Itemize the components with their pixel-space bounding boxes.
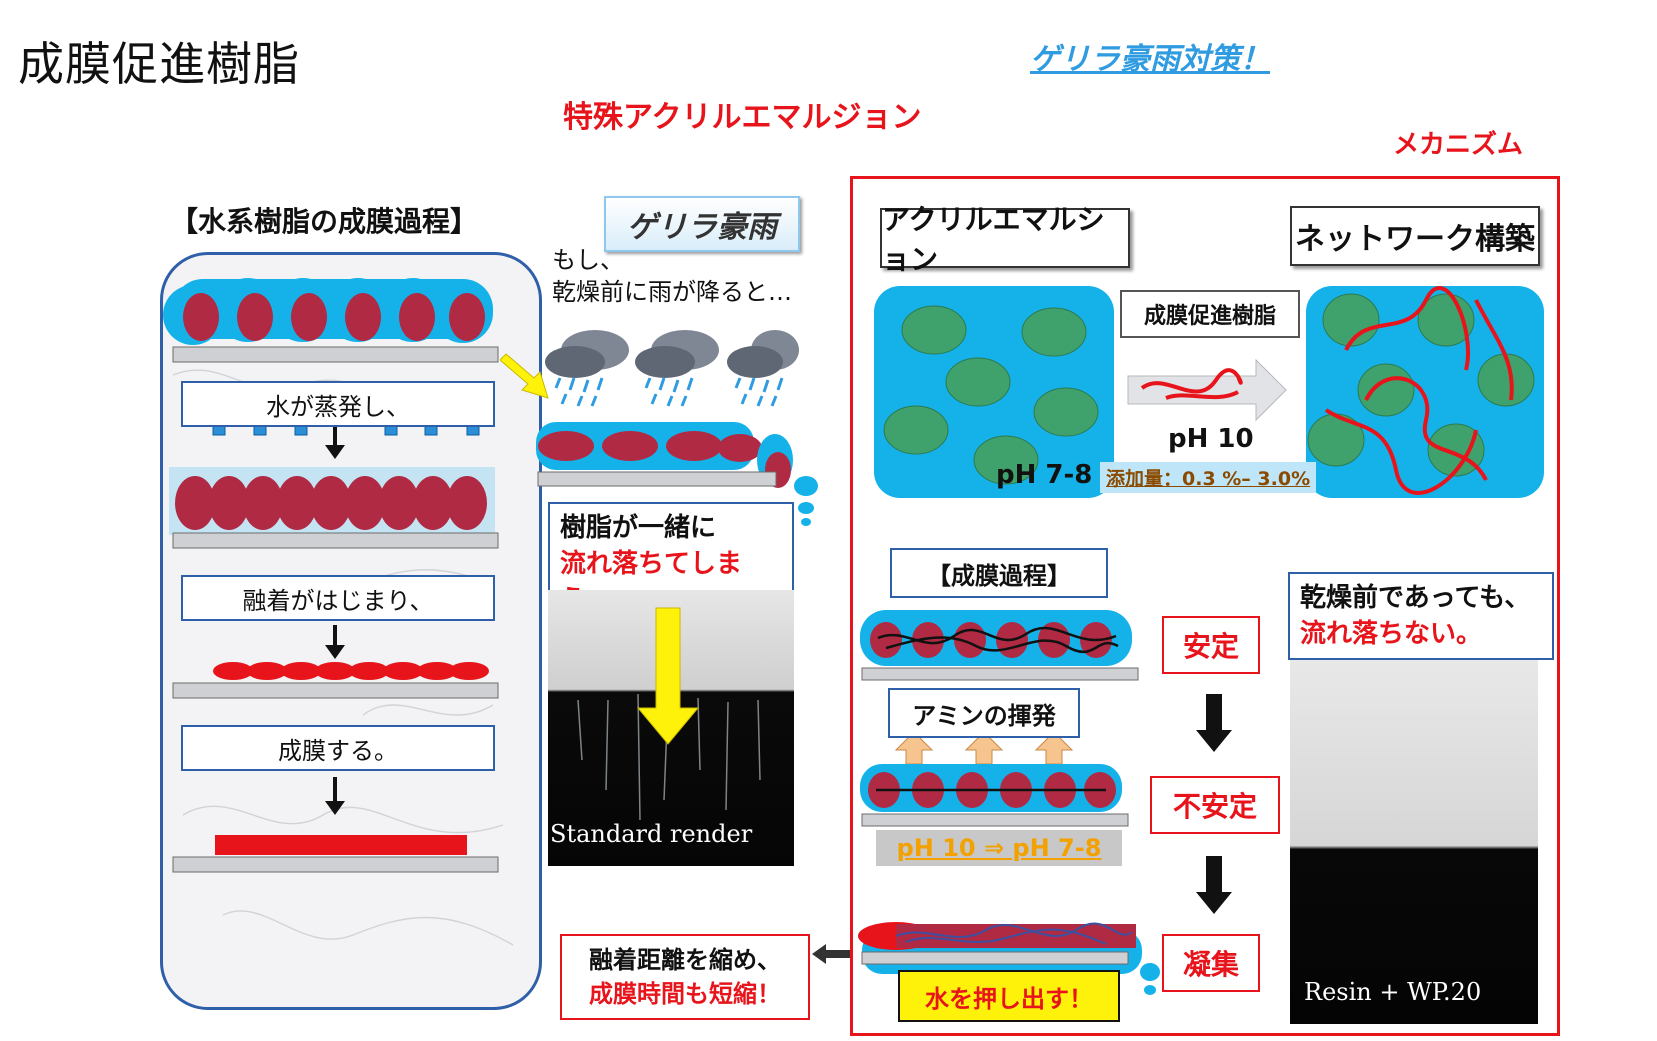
guerrilla-title: ゲリラ豪雨対策！ xyxy=(1030,42,1270,77)
rain-cloud-icon xyxy=(727,330,799,407)
film-process-illustration xyxy=(858,610,1142,974)
step-fusion-text: 融着がはじまり、 xyxy=(242,586,434,615)
aggregation-state: 凝集 xyxy=(1162,934,1260,992)
product-name: 特殊アクリルエマルジョン xyxy=(563,100,922,135)
film-process-label: 【成膜過程】 xyxy=(890,548,1108,598)
step-evaporation-text: 水が蒸発し、 xyxy=(266,392,410,421)
process-illustration xyxy=(163,278,499,873)
water-drops xyxy=(1140,963,1160,995)
down-arrow-icon xyxy=(1196,694,1232,752)
summary-box: 融着距離を縮め、 成膜時間も短縮！ xyxy=(560,934,810,1020)
ph-neutral-label: pH 7-8 xyxy=(996,460,1093,490)
down-arrow-icon xyxy=(1196,856,1232,914)
left-arrow-icon xyxy=(812,944,850,964)
stable-state: 安定 xyxy=(1162,616,1260,674)
mechanism-label: メカニズム xyxy=(1393,130,1524,160)
ph-change: pH 10 ⇒ pH 7-8 xyxy=(876,830,1122,866)
step-film: 成膜する。 xyxy=(181,725,495,771)
resin-photo-caption: Resin + WP.20 xyxy=(1304,978,1482,1006)
mechanism-frame xyxy=(850,176,1560,1036)
rain-condition-line2: 乾燥前に雨が降ると… xyxy=(552,278,792,306)
step-fusion: 融着がはじまり、 xyxy=(181,575,495,621)
process-panel: 水が蒸発し、 融着がはじまり、 成膜する。 xyxy=(160,252,542,1010)
rain-result-line1: 樹脂が一緒に xyxy=(560,513,717,543)
rain-condition: もし、 乾燥前に雨が降ると… xyxy=(552,244,792,308)
push-water: 水を押し出す！ xyxy=(898,970,1120,1022)
addition-amount: 添加量：0.3 %– 3.0% xyxy=(1100,462,1317,493)
unstable-state: 不安定 xyxy=(1150,776,1280,834)
film-process-text: 【成膜過程】 xyxy=(927,561,1071,590)
guerrilla-rain-badge: ゲリラ豪雨 xyxy=(604,196,800,252)
amine-text: アミンの揮発 xyxy=(912,701,1056,730)
rain-illustration xyxy=(500,330,799,488)
rain-cloud-icon xyxy=(545,330,629,407)
falling-drops xyxy=(794,476,818,526)
resin-result-box: 乾燥前であっても、 流れ落ちない。 xyxy=(1288,572,1554,660)
acrylic-emulsion-text: アクリルエマルション xyxy=(882,203,1105,276)
flow-arrow-icon xyxy=(636,607,700,745)
acrylic-emulsion-label: アクリルエマルション xyxy=(880,203,1130,276)
promoter-resin-label: 成膜促進樹脂 xyxy=(1120,290,1300,338)
network-text: ネットワーク構築 xyxy=(1295,222,1535,257)
main-title: 成膜促進樹脂 xyxy=(18,37,300,91)
flow-arrow-icon xyxy=(500,353,549,399)
network-label: ネットワーク構築 xyxy=(1290,206,1540,266)
promoter-resin-text: 成膜促進樹脂 xyxy=(1143,304,1276,329)
process-heading: 【水系樹脂の成膜過程】 xyxy=(170,205,479,238)
standard-render-caption: Standard render xyxy=(550,820,753,848)
standard-render-photo: Standard render xyxy=(548,590,794,866)
amine-label: アミンの揮発 xyxy=(888,688,1080,738)
streak-texture xyxy=(577,607,761,821)
resin-photo: Resin + WP.20 xyxy=(1290,660,1538,1024)
resin-result-line2: 流れ落ちない。 xyxy=(1300,619,1483,649)
step-film-text: 成膜する。 xyxy=(278,736,398,765)
summary-line2: 成膜時間も短縮！ xyxy=(589,980,781,1008)
rain-cloud-icon xyxy=(635,330,719,407)
network-illustration xyxy=(874,286,1544,498)
rain-condition-line1: もし、 xyxy=(552,246,624,274)
step-evaporation: 水が蒸発し、 xyxy=(181,381,495,427)
ph-high-label: pH 10 xyxy=(1168,424,1254,454)
resin-result-line1: 乾燥前であっても、 xyxy=(1300,583,1531,613)
summary-line1: 融着距離を縮め、 xyxy=(589,946,781,974)
